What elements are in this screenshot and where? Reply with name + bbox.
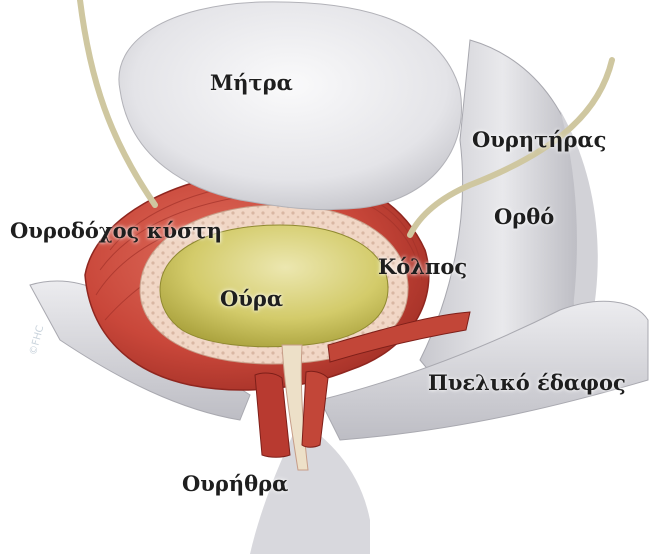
label-rectum: Ορθό xyxy=(494,206,554,227)
label-vagina: Κόλπος xyxy=(378,256,467,277)
label-ureter: Ουρητήρας xyxy=(472,129,606,150)
label-pelvic-floor: Πυελικό έδαφος xyxy=(428,372,626,393)
label-uterus: Μήτρα xyxy=(210,72,293,93)
label-urine: Ούρα xyxy=(220,288,283,309)
label-bladder: Ουροδόχος κύστη xyxy=(10,220,222,241)
label-urethra: Ουρήθρα xyxy=(182,473,288,494)
uterus-shape xyxy=(119,2,462,210)
